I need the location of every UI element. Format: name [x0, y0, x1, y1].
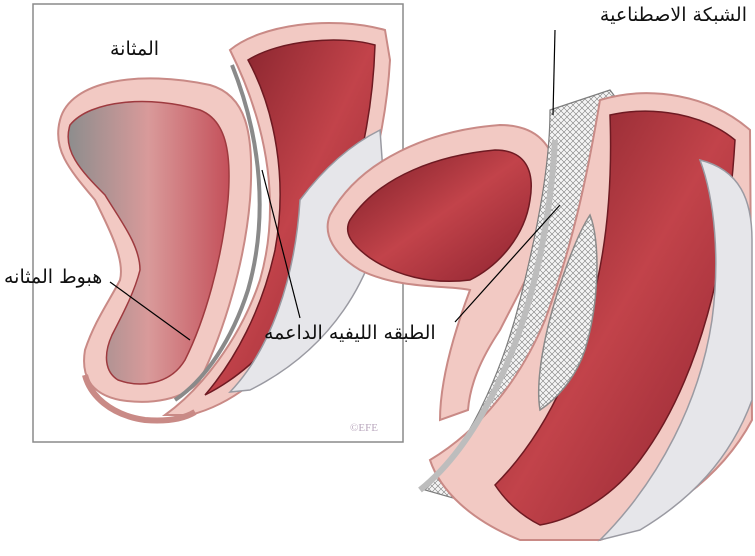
- label-supporting-fascia: الطبقه الليفيه الداعمه: [264, 322, 436, 344]
- label-synthetic-mesh: الشبكة الاصطناعية: [600, 4, 747, 26]
- pointer-mesh: [553, 30, 555, 115]
- label-bladder: المثانة: [110, 38, 159, 60]
- copyright-watermark: ©EFE: [350, 422, 378, 434]
- label-bladder-prolapse: هبوط المثانه: [4, 266, 102, 288]
